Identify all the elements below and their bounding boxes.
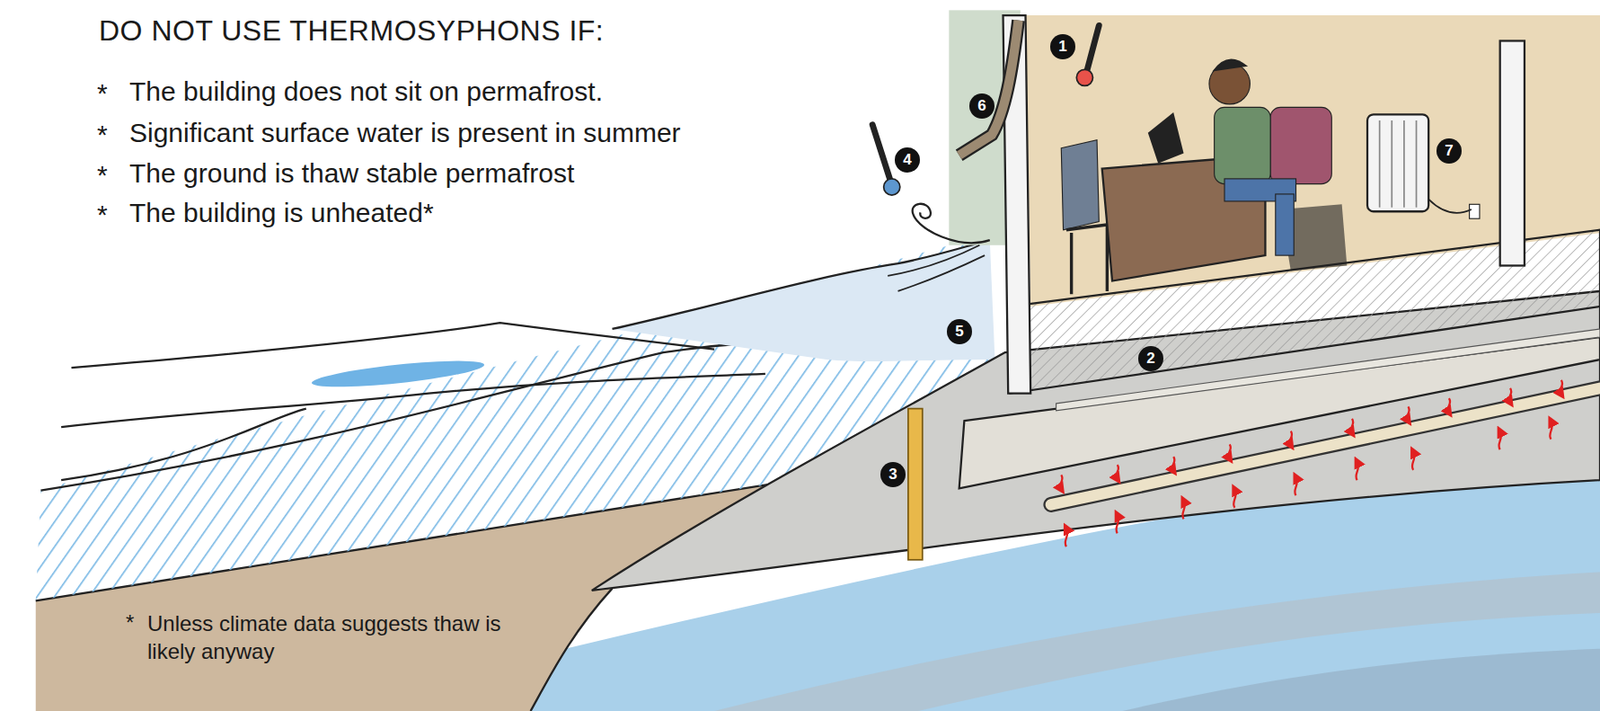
- bullet: *: [97, 77, 108, 110]
- drift-line: [612, 239, 991, 329]
- bullet: *: [97, 118, 108, 151]
- callout-circle: 3: [880, 461, 906, 487]
- bullet: *: [97, 159, 108, 192]
- condition-text: The ground is thaw stable permafrost: [129, 157, 575, 190]
- pond: [310, 355, 486, 393]
- thermometer-bulb: [883, 178, 901, 195]
- callout-number: 7: [1444, 141, 1453, 160]
- condition-text: Significant surface water is present in …: [129, 116, 681, 150]
- hill-line: [61, 408, 307, 481]
- snow-drift: [612, 239, 996, 362]
- chair: [1060, 140, 1099, 230]
- outlet: [1469, 203, 1480, 219]
- condition-text: The building is unheated*: [129, 196, 434, 230]
- callout-circle: 1: [1050, 34, 1076, 60]
- radiator: [1367, 114, 1429, 212]
- hill-line: [40, 336, 858, 490]
- ruler: [908, 408, 923, 560]
- footnote-mark: *: [125, 608, 134, 637]
- thermosyphon-outline: [1051, 388, 1600, 505]
- hill-line: [61, 373, 766, 427]
- thermosyphon-pipe: [1051, 388, 1600, 505]
- wind-lines: [887, 245, 985, 292]
- permafrost-band: [1122, 648, 1600, 711]
- person-hair: [1211, 58, 1248, 71]
- downspout-outline: [959, 20, 1019, 156]
- callout-circle: 4: [894, 147, 920, 173]
- callout-circle: 7: [1436, 138, 1462, 164]
- callout-number: 5: [954, 322, 964, 340]
- callout-number: 4: [902, 150, 911, 168]
- thermometer-bulb: [1076, 69, 1093, 86]
- radiator-fins: [1379, 120, 1417, 208]
- thermometer-cold: [872, 124, 890, 179]
- soil-line: [530, 588, 613, 711]
- person-body: [1214, 106, 1271, 184]
- bullet: *: [97, 198, 108, 231]
- downspout: [959, 20, 1019, 156]
- wind-swirl: [912, 203, 991, 243]
- callout-number: 6: [977, 97, 986, 115]
- laptop: [1148, 112, 1185, 164]
- callout-number: 2: [1146, 349, 1155, 367]
- chair-legs: [1066, 224, 1107, 294]
- interior: [1025, 15, 1600, 307]
- callout-circle: 5: [946, 318, 973, 345]
- condition-text: The building does not sit on permafrost.: [129, 75, 603, 108]
- callout-circle: 6: [969, 93, 995, 119]
- heading: DO NOT USE THERMOSYPHONS IF:: [98, 12, 604, 49]
- callout-number: 3: [888, 465, 897, 483]
- cord: [1428, 199, 1472, 213]
- permafrost-band: [714, 571, 1600, 711]
- person-legs: [1275, 194, 1294, 256]
- callout-circle: 2: [1138, 345, 1164, 372]
- office-chair: [1270, 106, 1332, 184]
- callout-number: 1: [1058, 37, 1067, 55]
- footnote: Unless climate data suggests thaw is lik…: [147, 609, 543, 665]
- heat-arrows: [1060, 380, 1563, 547]
- right-wall: [1500, 40, 1525, 266]
- thermometer-warm: [1087, 25, 1100, 71]
